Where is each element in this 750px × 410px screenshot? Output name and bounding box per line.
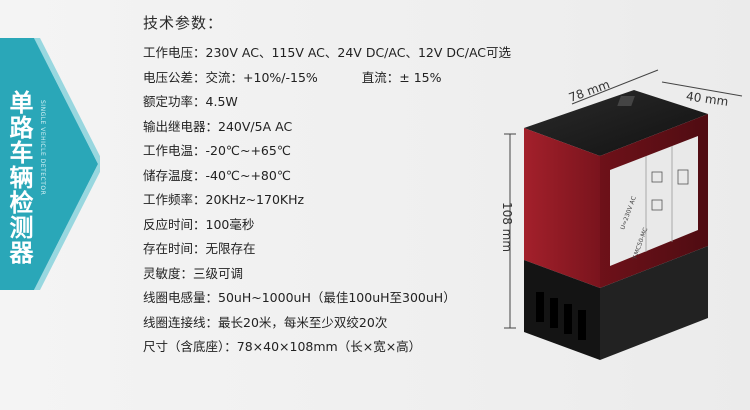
detector-illustration: U=230V AC Y-MC50-MC xyxy=(504,69,743,360)
spec-value: 50uH~1000uH（最佳100uH至300uH） xyxy=(218,290,456,305)
device-base-side xyxy=(600,246,708,360)
banner-subtitle: SINGLE VEHICLE DETECTOR xyxy=(39,100,46,196)
spec-label: 线圈连接线： xyxy=(143,314,219,330)
device-front xyxy=(524,128,600,288)
spec-value: 20KHz~170KHz xyxy=(205,192,305,207)
spec-value: 最长20米，每米至少双绞20次 xyxy=(218,314,388,330)
spec-heading: 技术参数： xyxy=(143,14,224,32)
spec-row: 储存温度：-40℃~+80℃ xyxy=(143,164,613,189)
spec-value: 三级可调 xyxy=(193,265,244,281)
device-top xyxy=(524,90,708,156)
spec-list: 技术参数： 工作电压：230V AC、115V AC、24V DC/AC、12V… xyxy=(143,12,613,360)
spec-row: 输出继电器：240V/5A AC xyxy=(143,115,613,140)
width-dimension-line xyxy=(661,81,743,97)
spec-label: 尺寸（含底座）： xyxy=(143,339,237,354)
spec-value: 78×40×108mm（长×宽×高） xyxy=(236,339,422,354)
spec-label: 储存温度： xyxy=(143,167,206,183)
spec-value: 230V AC、115V AC、24V DC/AC、12V DC/AC可选 xyxy=(205,45,512,60)
sensitivity-knob xyxy=(617,96,635,106)
spec-label: 电压公差： xyxy=(143,69,206,85)
spec-value: -40℃~+80℃ xyxy=(205,167,291,183)
spec-extra: 直流：± 15% xyxy=(361,69,442,85)
spec-label: 工作频率： xyxy=(143,192,206,207)
banner-arrow-shape xyxy=(0,38,100,290)
spec-row: 灵敏度：三级可调 xyxy=(143,262,613,287)
spec-row: 工作频率：20KHz~170KHz xyxy=(143,188,613,213)
base-pin-slots xyxy=(536,292,586,340)
spec-label: 灵敏度： xyxy=(143,265,194,281)
spec-label: 线圈电感量： xyxy=(143,290,219,305)
spec-value: 交流：+10%/-15% xyxy=(205,69,318,85)
spec-row: 额定功率：4.5W xyxy=(143,90,613,115)
spec-row: 线圈连接线：最长20米，每米至少双绞20次 xyxy=(143,311,613,336)
spec-row: 电压公差：交流：+10%/-15% 直流：± 15% xyxy=(143,66,613,91)
spec-row: 线圈电感量：50uH~1000uH（最佳100uH至300uH） xyxy=(143,286,613,311)
spec-row: 反应时间：100毫秒 xyxy=(143,213,613,238)
spec-value: 100毫秒 xyxy=(205,216,255,232)
spec-row: 尺寸（含底座）：78×40×108mm（长×宽×高） xyxy=(143,335,613,360)
spec-label: 额定功率： xyxy=(143,94,206,109)
spec-row: 工作电压：230V AC、115V AC、24V DC/AC、12V DC/AC… xyxy=(143,41,613,66)
spec-label: 输出继电器： xyxy=(143,118,219,134)
length-dimension-line xyxy=(571,69,659,105)
banner-title: 单路车辆检测器 xyxy=(5,90,33,265)
spec-row: 工作电温：-20℃~+65℃ xyxy=(143,139,613,164)
spec-value: -20℃~+65℃ xyxy=(205,143,291,158)
spec-value: 4.5W xyxy=(205,94,238,109)
wiring-label xyxy=(610,136,698,266)
spec-row: 存在时间：无限存在 xyxy=(143,237,613,262)
spec-label: 工作电温： xyxy=(143,143,206,158)
spec-value: 240V/5A AC xyxy=(218,118,293,134)
spec-label: 反应时间： xyxy=(143,216,206,232)
height-dimension: 108 mm xyxy=(500,201,515,253)
product-image: U=230V AC Y-MC50-MC 78 mm 40 mm 108 mm xyxy=(496,60,750,400)
spec-label: 存在时间： xyxy=(143,241,206,256)
spec-value: 无限存在 xyxy=(205,241,256,256)
spec-label: 工作电压： xyxy=(143,45,206,60)
product-banner: 单路车辆检测器 SINGLE VEHICLE DETECTOR xyxy=(0,38,100,290)
